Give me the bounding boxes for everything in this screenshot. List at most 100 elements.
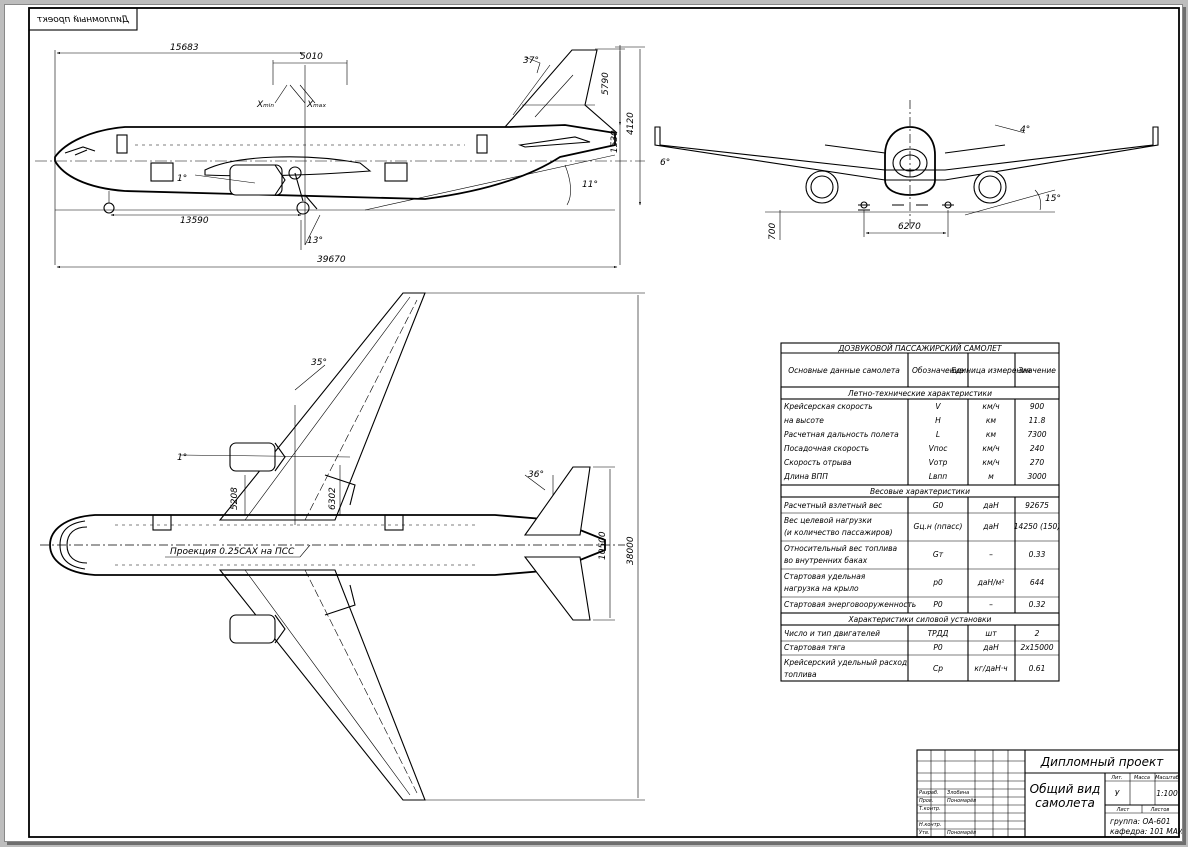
svg-text:700: 700 (768, 223, 778, 240)
svg-text:Xₘₐₓ: Xₘₐₓ (306, 100, 326, 110)
svg-text:P0: P0 (933, 643, 943, 652)
svg-text:Значение: Значение (1018, 366, 1056, 375)
side-engine (229, 164, 283, 196)
svg-text:0.33: 0.33 (1029, 550, 1046, 559)
svg-text:Т.контр.: Т.контр. (919, 806, 941, 812)
svg-text:1°: 1° (177, 174, 187, 184)
table-row: Расчетная дальность полета L км 7300 (784, 430, 1047, 439)
svg-text:Разраб.: Разраб. (919, 790, 939, 796)
svg-text:Обозначение: Обозначение (912, 366, 964, 375)
svg-text:км: км (986, 416, 997, 425)
table-row: Крейсерская скорость V км/ч 900 (784, 402, 1044, 411)
svg-text:0.32: 0.32 (1029, 600, 1046, 609)
svg-text:(и количество пассажиров): (и количество пассажиров) (784, 528, 893, 537)
svg-text:644: 644 (1030, 578, 1045, 587)
svg-text:6302: 6302 (328, 487, 338, 510)
svg-text:Вес целевой нагрузки: Вес целевой нагрузки (784, 516, 872, 525)
svg-text:Посадочная скорость: Посадочная скорость (784, 444, 869, 453)
svg-text:Длина ВПП: Длина ВПП (783, 472, 828, 481)
svg-text:Масса: Масса (1134, 775, 1150, 781)
svg-text:Общий вид: Общий вид (1030, 782, 1101, 796)
svg-text:2: 2 (1035, 629, 1040, 638)
svg-text:Проекция 0.25САХ на ПСС: Проекция 0.25САХ на ПСС (170, 547, 295, 557)
svg-text:Скорость отрыва: Скорость отрыва (784, 458, 852, 467)
svg-text:5010: 5010 (300, 52, 323, 62)
front-wing (654, 126, 1159, 181)
svg-text:км/ч: км/ч (982, 458, 1000, 467)
svg-text:35°: 35° (311, 358, 327, 368)
table-row: Длина ВПП Lвпп м 3000 (783, 472, 1047, 481)
table-row: на высоте H км 11.8 (784, 416, 1046, 425)
svg-text:Основные данные самолета: Основные данные самолета (788, 366, 900, 375)
svg-text:37°: 37° (523, 56, 539, 66)
side-view: 15683 5010 Xₘᵢₙ Xₘₐₓ 37° 5790 4120 1530 … (35, 43, 645, 269)
svg-text:1°: 1° (177, 453, 187, 463)
svg-text:Пономарёв: Пономарёв (947, 830, 976, 836)
title-block: Дипломный проект Общий вид самолета Лит.… (916, 749, 1182, 838)
svg-text:1530: 1530 (610, 130, 620, 153)
svg-text:даН: даН (982, 643, 999, 652)
svg-text:15°: 15° (1045, 194, 1061, 204)
svg-text:P0: P0 (933, 600, 943, 609)
drawing-stamp: Дипломный проект (28, 7, 138, 31)
svg-text:топлива: топлива (784, 670, 817, 679)
svg-text:Расчетная дальность полета: Расчетная дальность полета (784, 430, 899, 439)
table-row: Число и тип двигателей ТРДД шт 2 (784, 629, 1040, 638)
drawing-sheet: Дипломный проект 15683 5010 (4, 4, 1183, 842)
svg-text:6°: 6° (660, 158, 670, 168)
svg-text:900: 900 (1030, 402, 1045, 411)
table-row: Относительный вес топлива во внутренних … (784, 544, 1046, 565)
svg-text:36°: 36° (528, 470, 544, 480)
svg-text:Vпос: Vпос (929, 444, 949, 453)
svg-text:Gц.н (nпасс): Gц.н (nпасс) (914, 522, 963, 531)
svg-text:14250 (150): 14250 (150) (1014, 522, 1060, 531)
svg-text:11°: 11° (582, 180, 598, 190)
project-title: Дипломный проект (1040, 755, 1164, 769)
svg-text:7300: 7300 (1027, 430, 1046, 439)
svg-text:13590: 13590 (180, 216, 209, 226)
spec-table: ДОЗВУКОВОЙ ПАССАЖИРСКИЙ САМОЛЕТ Основные… (780, 342, 1060, 682)
svg-text:Стартовая тяга: Стартовая тяга (784, 643, 846, 652)
table-row: Посадочная скорость Vпос км/ч 240 (784, 444, 1044, 453)
svg-text:нагрузка на крыло: нагрузка на крыло (784, 584, 859, 593)
svg-text:Дипломный проект: Дипломный проект (36, 15, 130, 25)
svg-text:У: У (1115, 789, 1120, 798)
front-view: 4° 6° 15° 700 6270 (654, 100, 1159, 240)
svg-text:шт: шт (985, 629, 997, 638)
svg-text:Число и тип двигателей: Число и тип двигателей (784, 629, 880, 638)
svg-text:кафедра: 101 МАИ: кафедра: 101 МАИ (1110, 827, 1182, 836)
table-row: Расчетный взлетный вес G0 даН 92675 (784, 501, 1049, 510)
svg-text:4120: 4120 (626, 112, 636, 135)
svg-text:38000: 38000 (626, 536, 636, 565)
svg-text:группа: ОА-601: группа: ОА-601 (1110, 817, 1171, 826)
table-row: Стартовая тяга P0 даН 2х15000 (784, 643, 1054, 652)
top-engine-upper (229, 442, 276, 472)
svg-text:Пров.: Пров. (919, 798, 934, 804)
svg-text:0.61: 0.61 (1029, 664, 1046, 673)
svg-text:2х15000: 2х15000 (1020, 643, 1053, 652)
svg-text:4°: 4° (1020, 125, 1030, 135)
top-engine-lower (229, 614, 276, 644)
svg-text:1:100: 1:100 (1156, 789, 1178, 798)
svg-text:км/ч: км/ч (982, 444, 1000, 453)
svg-text:15683: 15683 (170, 43, 199, 53)
svg-text:Относительный вес топлива: Относительный вес топлива (784, 544, 898, 553)
svg-text:–: – (989, 600, 993, 609)
svg-text:ТРДД: ТРДД (928, 629, 949, 638)
svg-text:км: км (986, 430, 997, 439)
top-tail-upper (523, 466, 591, 536)
svg-text:Характеристики силовой установ: Характеристики силовой установки (848, 615, 992, 624)
svg-text:даН: даН (982, 522, 999, 531)
svg-text:92675: 92675 (1025, 501, 1049, 510)
top-tail-lower (523, 556, 591, 621)
svg-text:3000: 3000 (1027, 472, 1046, 481)
svg-text:Единица измерения: Единица измерения (951, 366, 1031, 375)
table-row: Стартовая энерговооруженность P0 – 0.32 (784, 600, 1046, 609)
svg-text:Н.контр.: Н.контр. (919, 822, 941, 828)
svg-text:Xₘᵢₙ: Xₘᵢₙ (256, 100, 274, 110)
svg-text:H: H (935, 416, 941, 425)
top-view: 35° 1° 5208 6302 36° 10500 38000 Проекци… (40, 292, 645, 801)
svg-text:самолета: самолета (1035, 796, 1095, 810)
svg-text:6270: 6270 (898, 222, 921, 232)
svg-text:кг/даН·ч: кг/даН·ч (974, 664, 1008, 673)
